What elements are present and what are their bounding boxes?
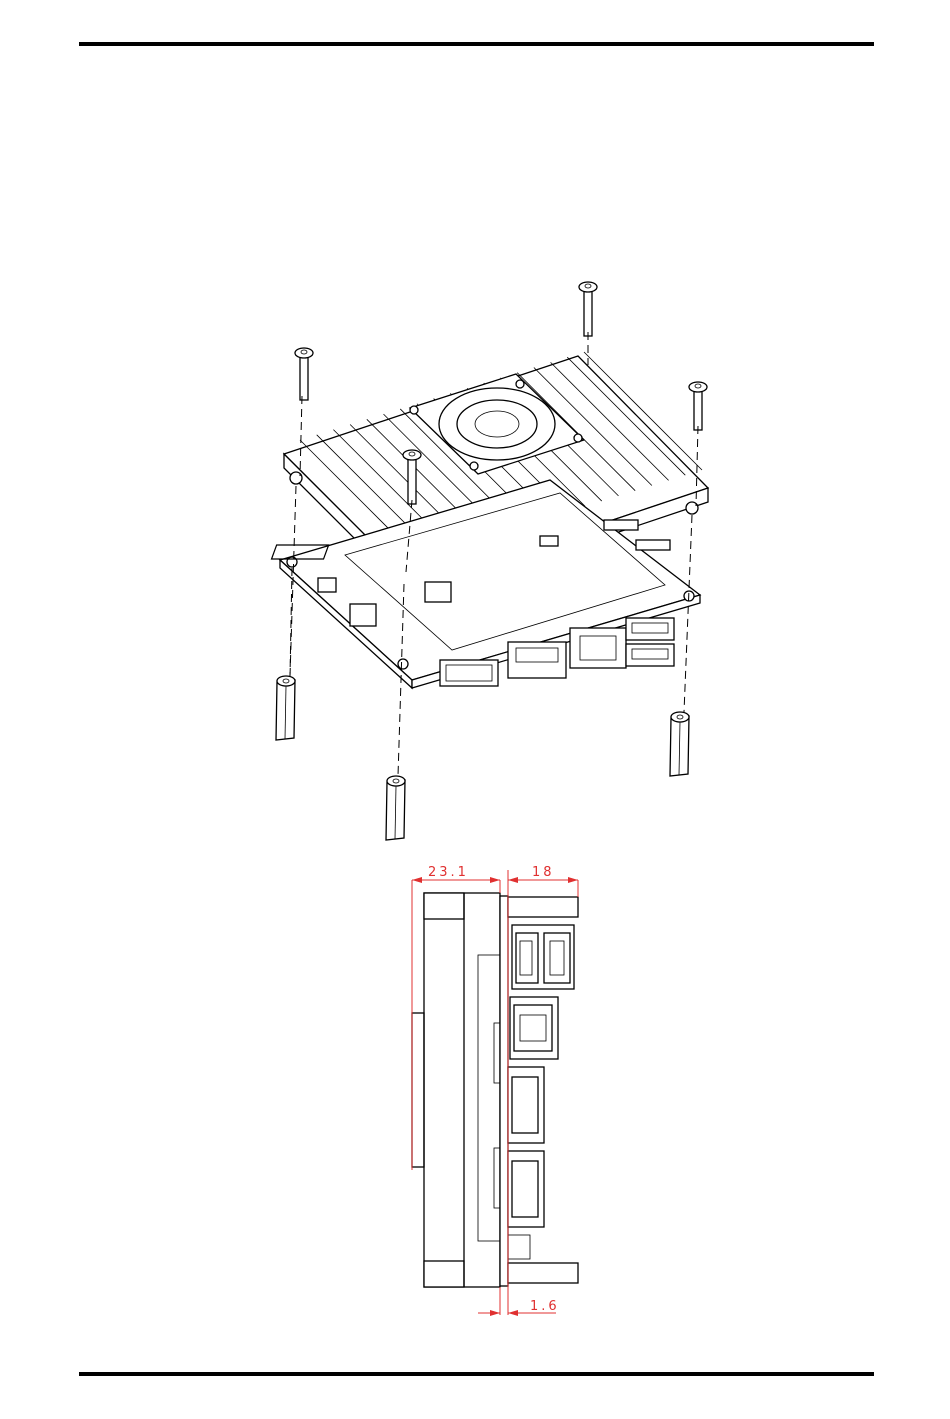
side-view: [412, 893, 578, 1287]
dimension-pcb-thickness: 1.6: [530, 1299, 560, 1314]
dimension-connector-protrusion: 18: [532, 865, 555, 880]
standoff: [386, 776, 405, 840]
standoffs: [276, 676, 689, 840]
screw: [579, 282, 597, 336]
screw: [295, 348, 313, 400]
dimension-total-depth: 23.1: [428, 865, 469, 880]
standoff: [276, 676, 295, 740]
exploded-view: [272, 282, 708, 840]
screw: [689, 382, 707, 430]
standoff: [670, 712, 689, 776]
